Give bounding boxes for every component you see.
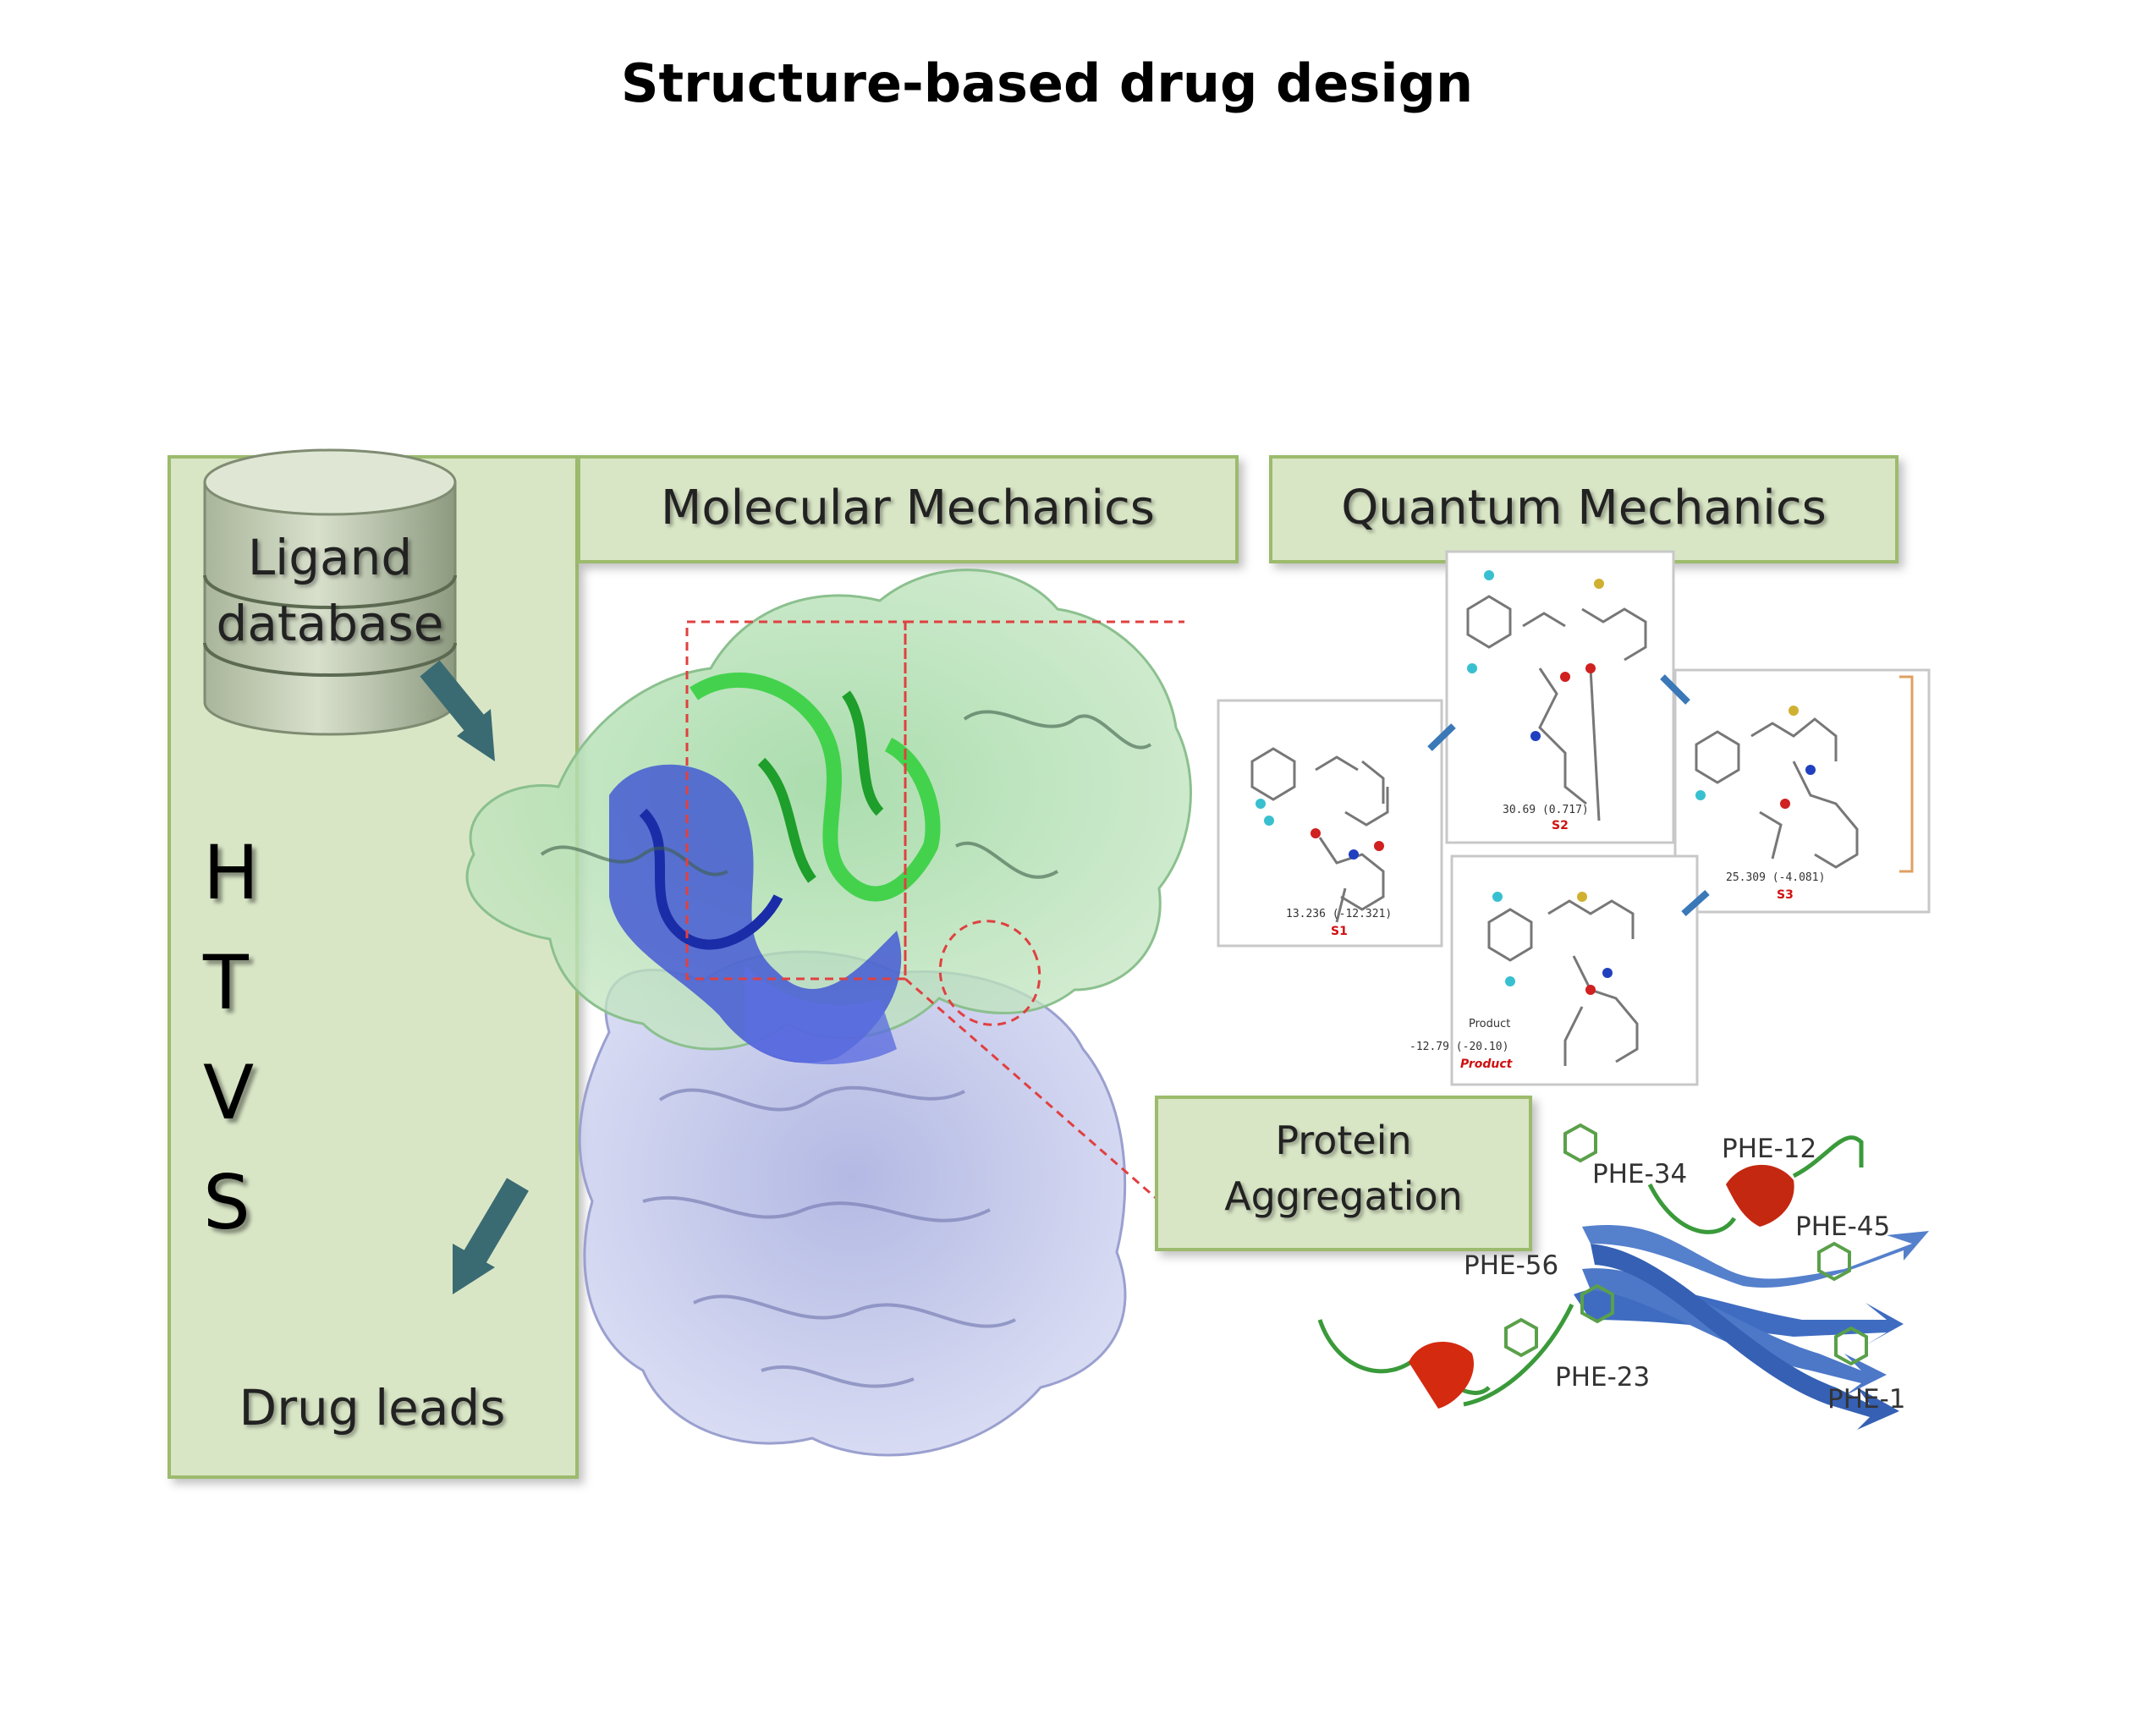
s3-label: S3 — [1777, 888, 1794, 902]
htvs-letter-v: V — [203, 1049, 255, 1136]
quantum-mechanics-label: Quantum Mechanics — [1341, 481, 1827, 536]
residue-label-phe-1: PHE-1 — [1827, 1384, 1906, 1415]
molecule-panel-s1 — [1217, 699, 1443, 948]
molecular-mechanics-box — [577, 455, 1239, 563]
residue-label-phe-12: PHE-12 — [1722, 1134, 1817, 1164]
arrow-down-right-icon — [420, 660, 495, 761]
product-text: Product — [1469, 1018, 1511, 1030]
product-label: Product — [1460, 1058, 1513, 1071]
molecule-panel-s2 — [1445, 550, 1675, 844]
htvs-letter-s: S — [203, 1159, 250, 1246]
molecule-panel-product — [1450, 854, 1699, 1086]
residue-label-phe-45: PHE-45 — [1795, 1211, 1891, 1242]
product-energy: -12.79 (-20.10) — [1409, 1041, 1509, 1053]
residue-label-phe-34: PHE-34 — [1592, 1159, 1688, 1189]
s2-energy: 30.69 (0.717) — [1503, 804, 1589, 816]
htvs-letter-t: T — [203, 939, 249, 1026]
selection-box — [685, 620, 1190, 1228]
aggregation-label-line1: Protein — [1275, 1118, 1412, 1163]
s3-energy: 25.309 (-4.081) — [1726, 871, 1826, 884]
drug-leads-label: Drug leads — [239, 1379, 506, 1437]
quantum-mechanics-box — [1269, 455, 1898, 563]
peptide-aggregate-image — [1317, 1123, 1929, 1430]
protein-structure-image — [465, 569, 1192, 1457]
reaction-arrow-icon — [1427, 674, 1710, 916]
molecule-panel-s3 — [1673, 668, 1931, 914]
s2-label: S2 — [1552, 819, 1569, 832]
s1-label: S1 — [1331, 925, 1348, 938]
ligand-label-line1: Ligand — [247, 529, 413, 586]
residue-label-phe-56: PHE-56 — [1464, 1250, 1559, 1281]
database-cylinder-icon — [203, 448, 457, 736]
ligand-database-label: Ligand database — [205, 525, 455, 656]
protein-aggregation-label: Protein Aggregation — [1155, 1112, 1532, 1224]
aggregation-label-line2: Aggregation — [1224, 1173, 1463, 1219]
residue-label-phe-23: PHE-23 — [1555, 1362, 1651, 1393]
htvs-letter-h: H — [203, 829, 260, 916]
ligand-label-line2: database — [216, 595, 444, 652]
page-title: Structure-based drug design — [620, 52, 1474, 114]
molecular-mechanics-label: Molecular Mechanics — [661, 481, 1155, 536]
arrow-down-left-icon — [453, 1178, 529, 1294]
protein-aggregation-box — [1155, 1096, 1532, 1251]
s1-energy: 13.236 (-12.321) — [1286, 908, 1393, 920]
